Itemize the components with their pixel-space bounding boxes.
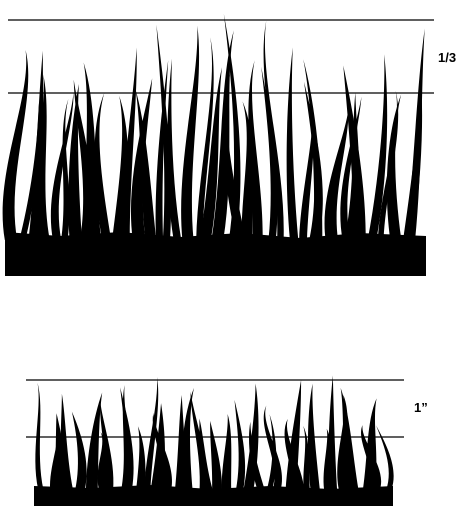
- short-grass-blade: [235, 400, 246, 490]
- tall-grass-panel: 1/3: [3, 14, 456, 276]
- tall-grass-blades: [3, 14, 425, 240]
- short-grass-blades: [35, 375, 393, 490]
- short-grass-blade: [61, 394, 73, 490]
- short-grass-panel: 1”: [26, 375, 428, 506]
- short-grass-blade: [136, 426, 145, 490]
- tall-grass-blade: [68, 84, 82, 240]
- tall-grass-blade: [387, 94, 402, 240]
- short-grass-blade: [210, 421, 222, 490]
- tall-grass-blade: [181, 26, 199, 240]
- short-grass-blade: [222, 414, 232, 490]
- tall-grass-soil-base: [5, 232, 426, 276]
- short-grass-blade: [72, 412, 87, 490]
- tall-grass-blade: [287, 47, 299, 240]
- tall-grass-blade: [3, 50, 29, 240]
- short-grass-label: 1”: [414, 400, 428, 415]
- short-grass-blade: [120, 387, 133, 490]
- tall-grass-label: 1/3: [438, 50, 456, 65]
- short-grass-blade: [329, 375, 338, 490]
